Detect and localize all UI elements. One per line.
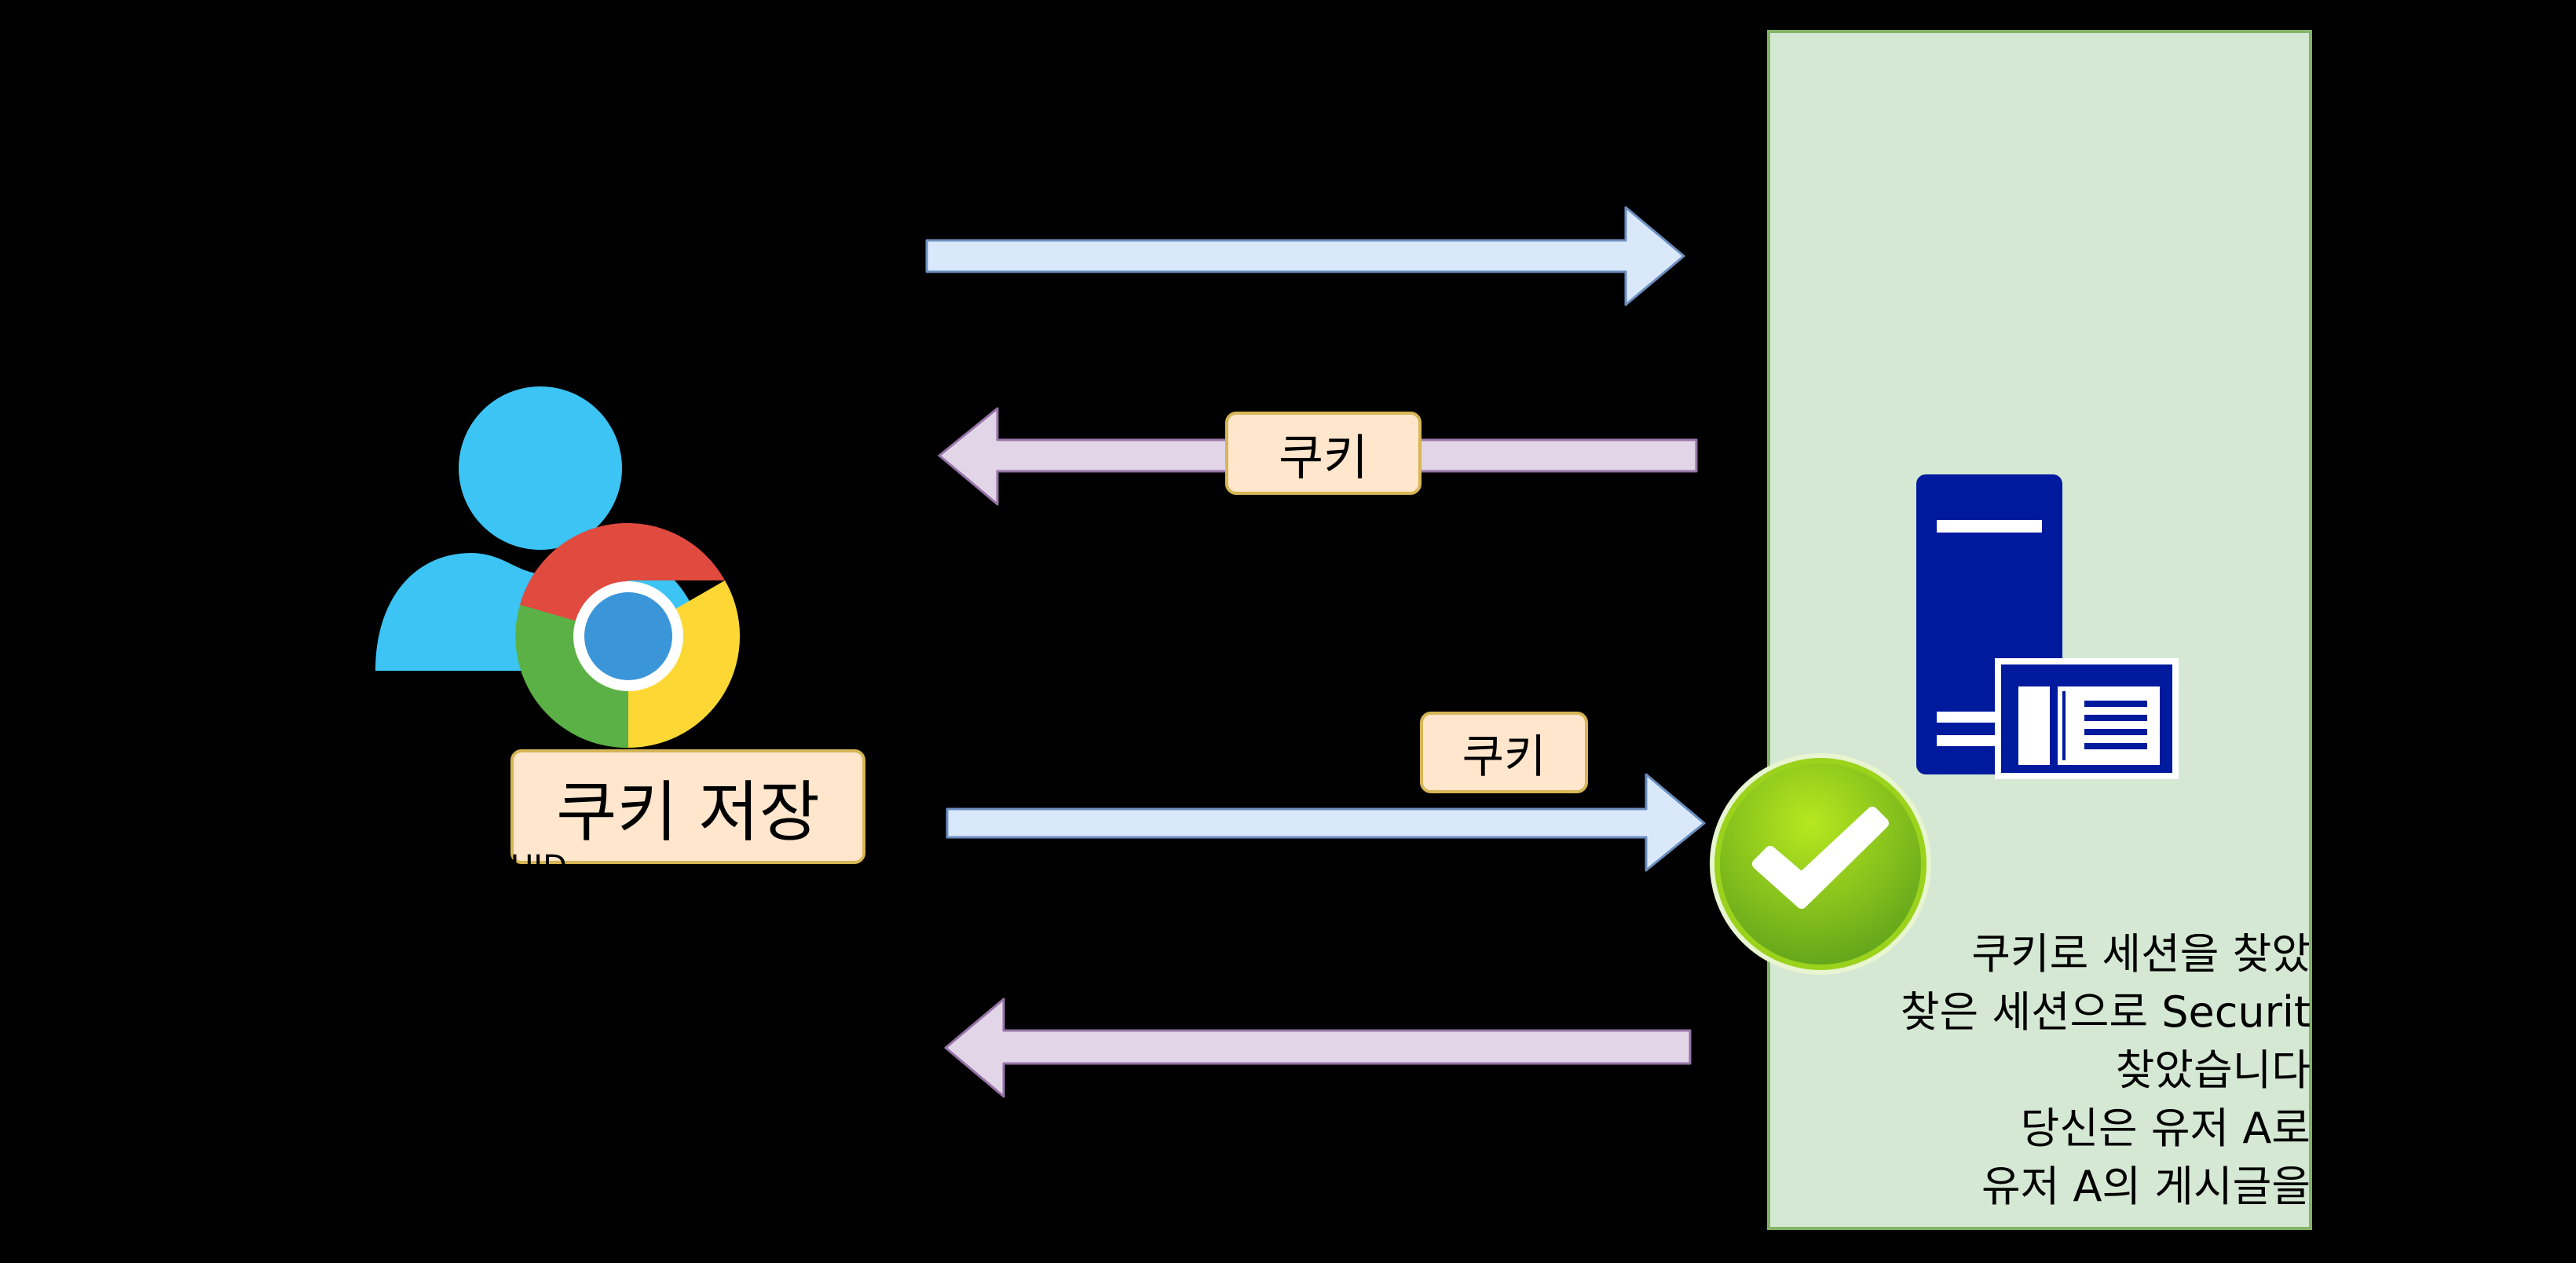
cookie-tag-request: 쿠키 bbox=[1420, 712, 1588, 793]
cookie-tag-response: 쿠키 bbox=[1225, 412, 1422, 495]
server-message-line-1: 쿠키로 세션을 찾았 bbox=[1971, 929, 2311, 979]
server-message-line-3: 찾았습니다 bbox=[2115, 1045, 2311, 1095]
server-message-line-5: 유저 A의 게시글을 bbox=[1981, 1162, 2311, 1211]
checkmark-icon bbox=[1710, 753, 1931, 975]
server-message-line-2: 찾은 세션으로 Securit bbox=[1900, 987, 2311, 1037]
server-message-line-4: 당신은 유저 A로 bbox=[2020, 1104, 2311, 1153]
cookie-store-label: 쿠키 저장 bbox=[510, 749, 865, 864]
server-icon bbox=[1916, 474, 2179, 779]
request-arrow-1 bbox=[925, 206, 1685, 306]
response-arrow-2 bbox=[944, 998, 1692, 1098]
server-message: 쿠키로 세션을 찾았 찾은 세션으로 Securit 찾았습니다 당신은 유저 … bbox=[1773, 925, 2311, 1224]
uid-fragment-text: UID bbox=[510, 850, 567, 884]
request-arrow-2 bbox=[946, 773, 1706, 872]
chrome-browser-icon bbox=[515, 522, 741, 749]
